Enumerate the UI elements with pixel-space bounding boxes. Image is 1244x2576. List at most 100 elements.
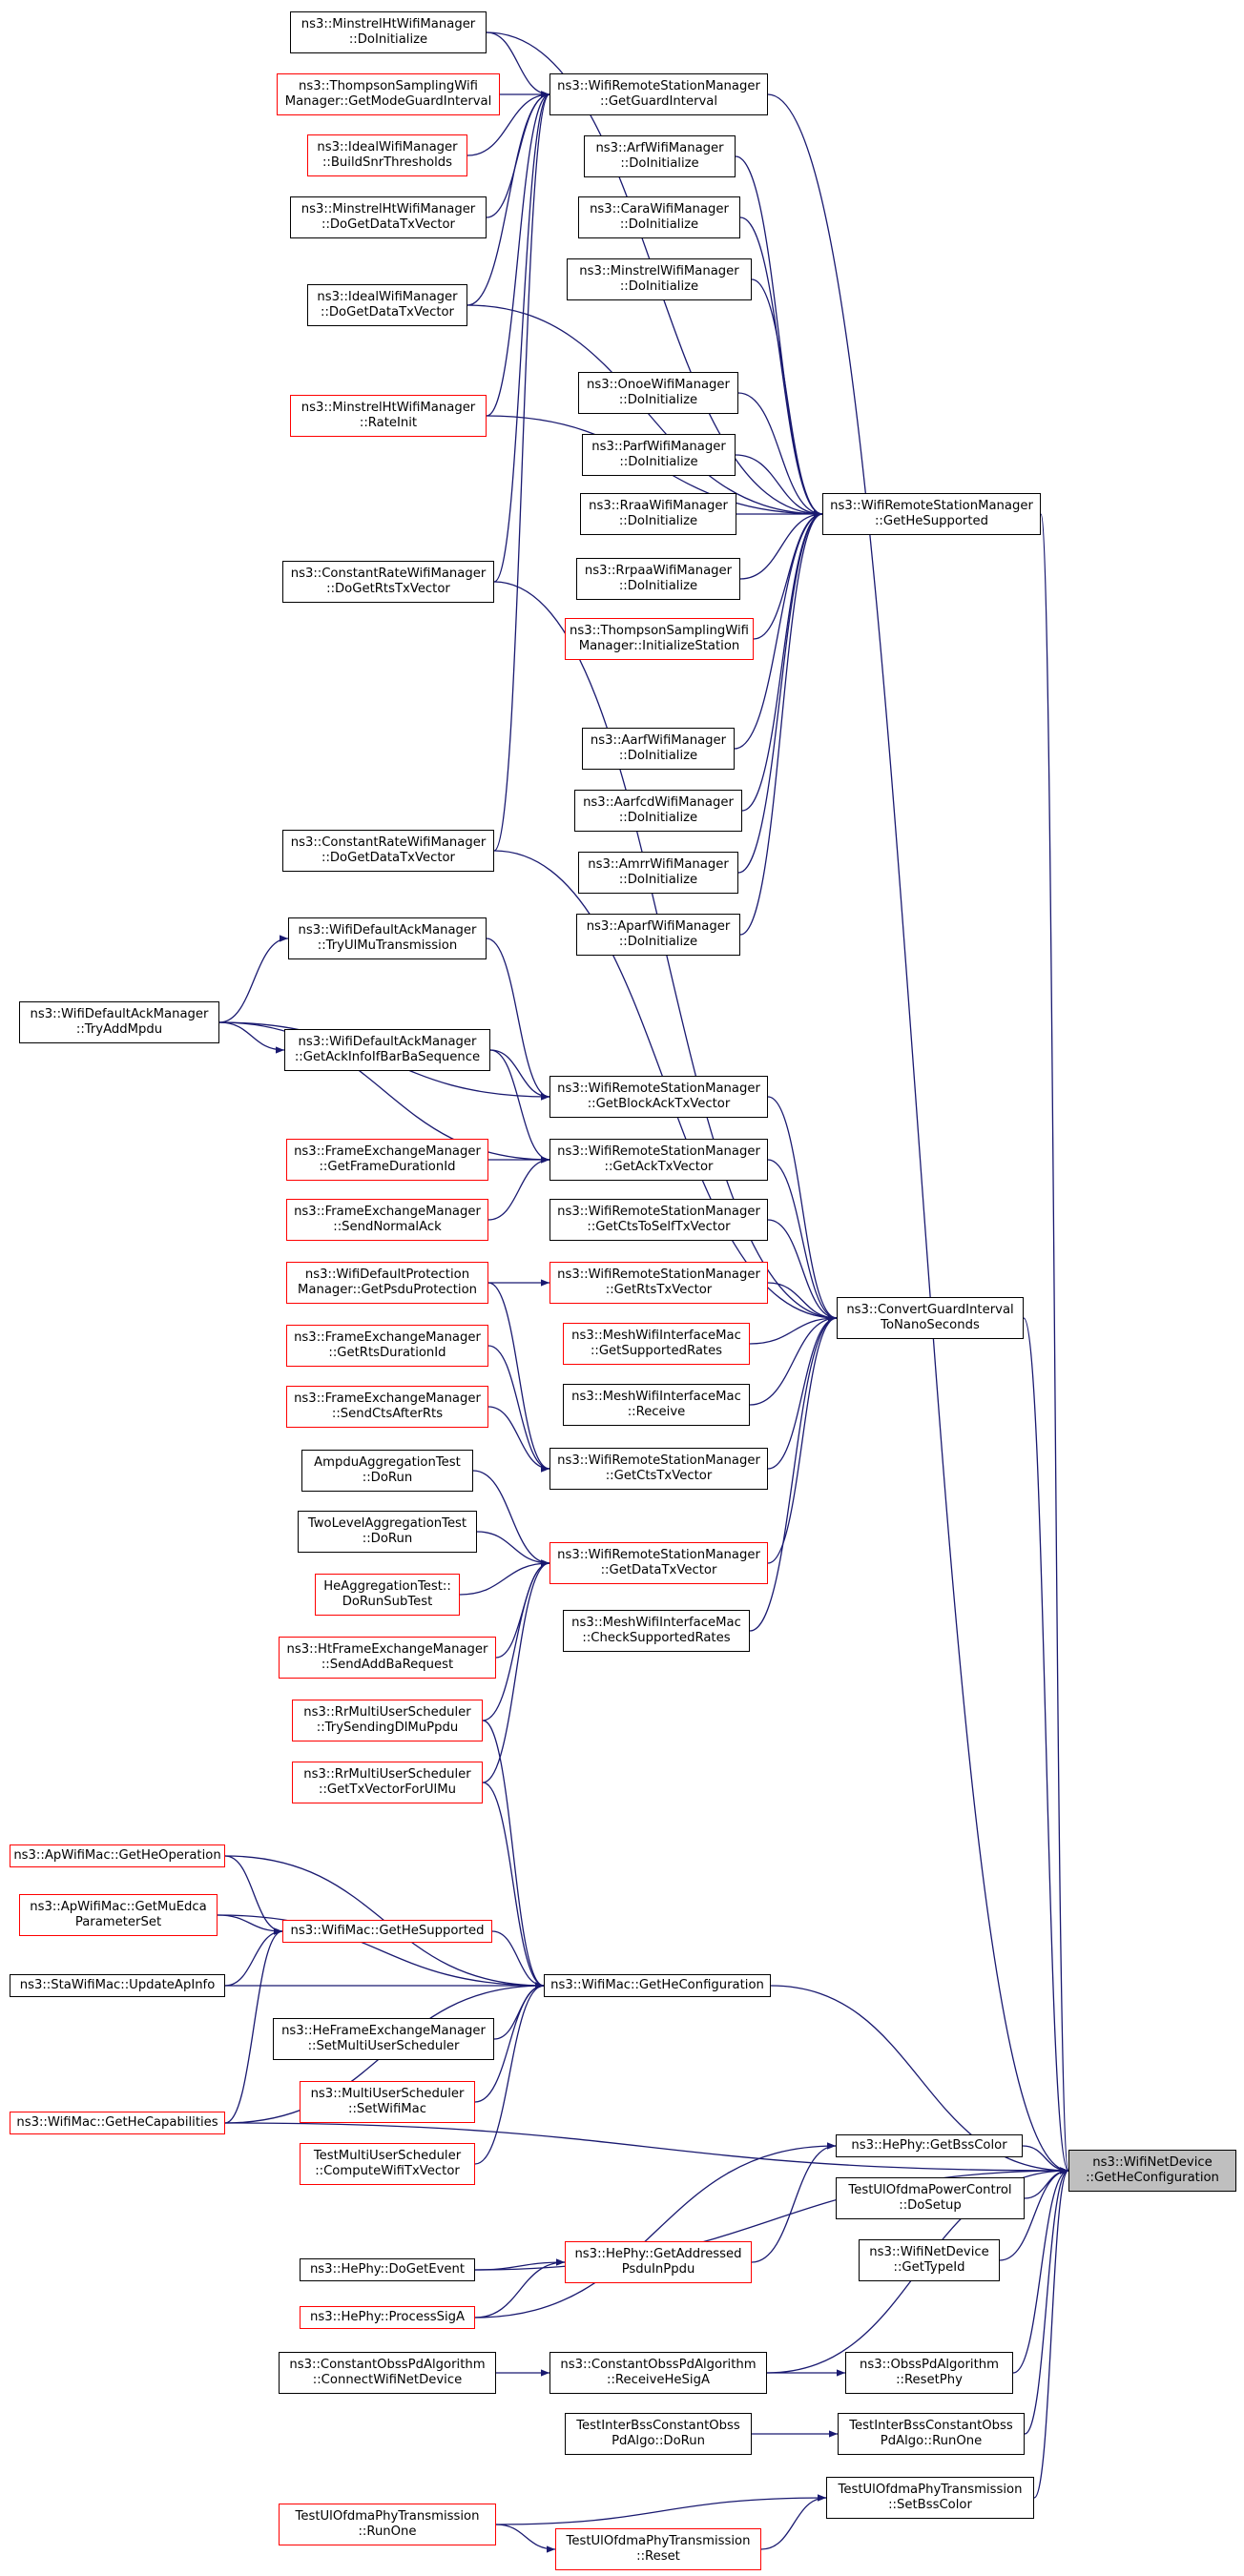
function-node-aarfcd-doinit[interactable]: ns3::AarfcdWifiManager::DoInitialize: [574, 790, 742, 832]
function-node-label: ::SetMultiUserScheduler: [307, 2039, 460, 2053]
function-node-tuopt-setbss[interactable]: TestUlOfdmaPhyTransmission::SetBssColor: [826, 2477, 1034, 2519]
function-node-wm-gethecap[interactable]: ns3::WifiMac::GetHeCapabilities: [10, 2112, 225, 2134]
function-node-onoe-doinit[interactable]: ns3::OnoeWifiManager::DoInitialize: [578, 372, 738, 414]
function-node-label: ns3::RrMultiUserScheduler: [303, 1767, 471, 1782]
function-node-crwm-dogetdata[interactable]: ns3::ConstantRateWifiManager::DoGetDataT…: [282, 830, 494, 872]
function-node-fem-sendnormalack[interactable]: ns3::FrameExchangeManager::SendNormalAck: [286, 1199, 488, 1241]
call-edge: [491, 1930, 545, 1989]
function-node-crwm-dogetrts[interactable]: ns3::ConstantRateWifiManager::DoGetRtsTx…: [282, 561, 494, 603]
call-edge: [739, 216, 823, 518]
function-node-label: TestUlOfdmaPowerControl: [848, 2183, 1012, 2197]
function-node-mwim-checksuprates[interactable]: ns3::MeshWifiInterfaceMac::CheckSupporte…: [563, 1610, 750, 1652]
function-node-wm-gethesup[interactable]: ns3::WifiMac::GetHeSupported: [282, 1920, 492, 1943]
function-node-ideal-build[interactable]: ns3::IdealWifiManager::BuildSnrThreshold…: [307, 134, 467, 176]
function-node-label: ::TryAddMpdu: [75, 1022, 163, 1037]
function-node-copa-connect[interactable]: ns3::ConstantObssPdAlgorithm::ConnectWif…: [279, 2352, 496, 2394]
call-edge: [224, 1927, 283, 1987]
function-node-label: ns3::MinstrelHtWifiManager: [301, 202, 476, 216]
function-node-parf-doinit[interactable]: ns3::ParfWifiManager::DoInitialize: [582, 434, 736, 476]
function-node-ideal-dogetdata[interactable]: ns3::IdealWifiManager::DoGetDataTxVector: [307, 284, 467, 326]
function-node-mwim-getsuprates[interactable]: ns3::MeshWifiInterfaceMac::GetSupportedR…: [563, 1323, 750, 1365]
function-node-tuopt-reset[interactable]: TestUlOfdmaPhyTransmission::Reset: [555, 2528, 761, 2570]
function-node-label: ::DoRun: [362, 1471, 413, 1485]
function-node-mhwm-rateinit[interactable]: ns3::MinstrelHtWifiManager::RateInit: [290, 395, 487, 437]
function-node-label: ns3::IdealWifiManager: [317, 290, 458, 304]
function-node-minstrel-doinit[interactable]: ns3::MinstrelWifiManager::DoInitialize: [567, 258, 752, 300]
function-node-copa-recvsiga[interactable]: ns3::ConstantObssPdAlgorithm::ReceiveHeS…: [549, 2352, 767, 2394]
function-node-fem-getframedur[interactable]: ns3::FrameExchangeManager::GetFrameDurat…: [286, 1139, 488, 1181]
function-node-label: PdAlgo::DoRun: [612, 2434, 705, 2448]
function-node-tuopt-runone[interactable]: TestUlOfdmaPhyTransmission::RunOne: [279, 2504, 496, 2545]
function-node-stawm-updateap[interactable]: ns3::StaWifiMac::UpdateApInfo: [10, 1974, 225, 1997]
function-node-rrmus-gettxvec[interactable]: ns3::RrMultiUserScheduler::GetTxVectorFo…: [292, 1762, 483, 1803]
call-edge: [495, 2524, 556, 2553]
function-node-fem-sendcts[interactable]: ns3::FrameExchangeManager::SendCtsAfterR…: [286, 1386, 488, 1428]
function-node-wrsm-getcts[interactable]: ns3::WifiRemoteStationManager::GetCtsTxV…: [549, 1448, 768, 1490]
function-node-apwm-getheop[interactable]: ns3::ApWifiMac::GetHeOperation: [10, 1844, 225, 1867]
function-node-mhwm-dogetdata[interactable]: ns3::MinstrelHtWifiManager::DoGetDataTxV…: [290, 196, 487, 238]
function-node-label: ns3::HtFrameExchangeManager: [286, 1642, 488, 1657]
function-node-wrsm-getblockack[interactable]: ns3::WifiRemoteStationManager::GetBlockA…: [549, 1076, 768, 1118]
function-node-tmus-compute[interactable]: TestMultiUserScheduler::ComputeWifiTxVec…: [300, 2143, 475, 2185]
function-node-aarf-doinit[interactable]: ns3::AarfWifiManager::DoInitialize: [582, 728, 735, 770]
function-node-rrmus-trysend[interactable]: ns3::RrMultiUserScheduler::TrySendingDlM…: [292, 1700, 483, 1741]
function-node-fem-getrtsdur[interactable]: ns3::FrameExchangeManager::GetRtsDuratio…: [286, 1325, 488, 1367]
function-node-mus-setwifimac[interactable]: ns3::MultiUserScheduler::SetWifiMac: [300, 2081, 475, 2123]
call-edge: [741, 510, 823, 812]
function-node-wdam-getackinfo[interactable]: ns3::WifiDefaultAckManager::GetAckInfoIf…: [284, 1029, 490, 1071]
function-node-wrsm-getack[interactable]: ns3::WifiRemoteStationManager::GetAckTxV…: [549, 1139, 768, 1181]
function-node-wrsm-getctstoself[interactable]: ns3::WifiRemoteStationManager::GetCtsToS…: [549, 1199, 768, 1241]
function-node-opa-resetphy[interactable]: ns3::ObssPdAlgorithm::ResetPhy: [845, 2352, 1013, 2394]
function-node-heagg-dorunsub[interactable]: HeAggregationTest::DoRunSubTest: [315, 1574, 460, 1616]
function-node-label: ns3::ParfWifiManager: [591, 440, 726, 454]
function-node-rraa-doinit[interactable]: ns3::RraaWifiManager::DoInitialize: [580, 493, 736, 535]
function-node-wm-gethecfg[interactable]: ns3::WifiMac::GetHeConfiguration: [544, 1974, 771, 1997]
function-node-amrr-doinit[interactable]: ns3::AmrrWifiManager::DoInitialize: [578, 852, 738, 894]
call-edge: [224, 1855, 283, 1935]
function-node-wnd-gettypeid[interactable]: ns3::WifiNetDevice::GetTypeId: [859, 2239, 1000, 2281]
call-edge: [474, 2142, 837, 2318]
function-node-aparf-doinit[interactable]: ns3::AparfWifiManager::DoInitialize: [576, 914, 740, 956]
function-node-label: ns3::FrameExchangeManager: [294, 1144, 481, 1159]
function-node-arf-doinit[interactable]: ns3::ArfWifiManager::DoInitialize: [584, 135, 736, 177]
function-node-cara-doinit[interactable]: ns3::CaraWifiManager::DoInitialize: [578, 196, 740, 238]
function-node-htfem-sendaddba[interactable]: ns3::HtFrameExchangeManager::SendAddBaRe…: [279, 1637, 496, 1679]
call-edge: [737, 510, 823, 874]
function-node-label: ns3::AparfWifiManager: [586, 919, 731, 934]
call-edge: [739, 510, 823, 936]
function-node-wdam-tryaddmpdu[interactable]: ns3::WifiDefaultAckManager::TryAddMpdu: [19, 1001, 219, 1043]
function-node-label: ::GetAckInfoIfBarBaSequence: [294, 1050, 481, 1064]
function-node-twolevel-dorun[interactable]: TwoLevelAggregationTest::DoRun: [298, 1511, 477, 1553]
function-node-label: ::DoInitialize: [618, 873, 698, 887]
function-node-label: ns3::WifiRemoteStationManager: [557, 79, 760, 93]
function-node-wrsm-getdata[interactable]: ns3::WifiRemoteStationManager::GetDataTx…: [549, 1542, 768, 1584]
function-node-wrsm-getgi[interactable]: ns3::WifiRemoteStationManager::GetGuardI…: [549, 73, 768, 115]
function-node-rrpaa-doinit[interactable]: ns3::RrpaaWifiManager::DoInitialize: [576, 558, 740, 600]
function-node-tuopc-dosetup[interactable]: TestUlOfdmaPowerControl::DoSetup: [836, 2177, 1025, 2219]
call-edge: [482, 1559, 550, 1783]
function-node-ampdu-dorun[interactable]: AmpduAggregationTest::DoRun: [301, 1450, 473, 1492]
function-node-label: PsduInPpdu: [621, 2262, 695, 2277]
function-node-wrsm-gethesup[interactable]: ns3::WifiRemoteStationManager::GetHeSupp…: [822, 493, 1041, 535]
function-node-label: ns3::WifiRemoteStationManager: [557, 1082, 760, 1096]
function-node-mhwm-doinit[interactable]: ns3::MinstrelHtWifiManager::DoInitialize: [290, 11, 487, 53]
function-node-hephy-getbss[interactable]: ns3::HePhy::GetBssColor: [836, 2134, 1023, 2157]
call-edge: [734, 510, 823, 750]
function-node-mwim-receive[interactable]: ns3::MeshWifiInterfaceMac::Receive: [563, 1384, 750, 1426]
function-node-wrsm-getrts[interactable]: ns3::WifiRemoteStationManager::GetRtsTxV…: [549, 1262, 768, 1304]
function-node-hephy-dogetevent[interactable]: ns3::HePhy::DoGetEvent: [300, 2258, 475, 2281]
function-node-hefem-setmus[interactable]: ns3::HeFrameExchangeManager::SetMultiUse…: [273, 2018, 494, 2060]
call-edge: [767, 1096, 838, 1322]
function-node-hephy-procsiga[interactable]: ns3::HePhy::ProcessSigA: [300, 2306, 475, 2329]
call-edge: [217, 1914, 283, 1935]
function-node-wdam-tryulmu[interactable]: ns3::WifiDefaultAckManager::TryUlMuTrans…: [288, 917, 487, 959]
function-node-label: ::DoInitialize: [618, 579, 698, 593]
